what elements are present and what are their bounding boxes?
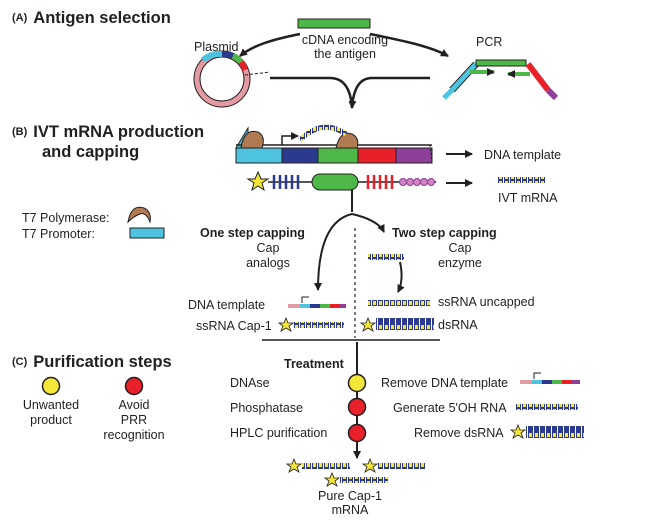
legend-unwanted-dot <box>41 376 61 396</box>
plasmid-icon <box>193 50 271 108</box>
step-dnase-dot <box>347 373 367 393</box>
step-dnase-label: DNAse <box>230 376 270 390</box>
step-dnase-action: Remove DNA template <box>381 376 509 390</box>
legend-unwanted-1: Unwanted <box>22 398 80 412</box>
arrow-two-step <box>351 213 385 233</box>
label-cdna-1: cDNA encoding <box>301 33 389 47</box>
legend-avoid-2: PRR <box>120 413 148 427</box>
label-two-step: Two step capping <box>392 226 497 240</box>
label-dsrna: dsRNA <box>438 318 478 332</box>
legend-unwanted-2: product <box>30 413 72 427</box>
arrow-to-pcr <box>369 32 449 58</box>
t7-promoter-icon <box>129 227 165 239</box>
label-cdna-2: the antigen <box>314 47 376 61</box>
merge-arrow <box>270 76 354 109</box>
legend-avoid-3: recognition <box>103 428 165 442</box>
label-cap-enzyme-2: enzyme <box>438 256 482 270</box>
step-hplc-action: Remove dsRNA <box>414 426 504 440</box>
label-dna-template-2: DNA template <box>188 298 266 312</box>
step-hplc-dot <box>347 423 367 443</box>
t7-polymerase-icon <box>127 206 151 224</box>
section-b-tag: (B) <box>12 126 28 138</box>
dna-template-mini <box>520 372 580 384</box>
legend-avoid-1: Avoid <box>118 398 150 412</box>
dna-template-construct <box>235 124 433 164</box>
ssrna-uncapped-strand <box>368 300 430 306</box>
label-one-step: One step capping <box>200 226 305 240</box>
label-ssrna-cap1: ssRNA Cap-1 <box>196 319 272 333</box>
label-cap-analogs-2: analogs <box>246 256 290 270</box>
label-t7-promoter: T7 Promoter: <box>22 227 95 241</box>
pure-mrna-bottom <box>323 471 388 487</box>
label-pure-2: mRNA <box>331 503 369 517</box>
dna-template-product <box>288 296 346 308</box>
section-a-heading: (A) Antigen selection <box>12 9 171 28</box>
ssrna-cap1-product <box>277 316 344 332</box>
section-b-heading: (B) IVT mRNA production <box>12 123 204 142</box>
label-ivt-mrna: IVT mRNA <box>498 191 558 205</box>
cdna-bar <box>297 18 371 29</box>
section-a-tag: (A) <box>12 12 28 24</box>
arrow-to-plasmid <box>239 32 301 57</box>
step-phosphatase-label: Phosphatase <box>230 401 303 415</box>
section-b-title-2: and capping <box>42 143 140 161</box>
label-plasmid: Plasmid <box>194 40 239 54</box>
label-treatment: Treatment <box>284 357 344 371</box>
legend-avoid-dot <box>124 376 144 396</box>
label-cap-analogs-1: Cap <box>256 241 280 255</box>
arrow-one-step <box>314 213 353 291</box>
step-hplc-label: HPLC purification <box>230 426 328 440</box>
label-dna-template: DNA template <box>484 148 562 162</box>
pure-mrna-left <box>285 457 350 473</box>
step-phosphatase-dot <box>347 397 367 417</box>
oh-rna-strand <box>516 404 578 410</box>
section-c-title: Purification steps <box>33 353 172 371</box>
dsrna-product <box>359 316 434 332</box>
label-pcr: PCR <box>476 35 503 49</box>
step-phosphatase-action: Generate 5'OH RNA <box>393 401 507 415</box>
label-cap-enzyme-1: Cap <box>448 241 472 255</box>
section-b-title-1: IVT mRNA production <box>33 123 205 141</box>
section-c-tag: (C) <box>12 356 28 368</box>
pcr-fragments <box>442 59 559 101</box>
section-c-heading: (C) Purification steps <box>12 353 172 372</box>
ivt-mrna-strand <box>498 177 546 183</box>
dsrna-mini <box>509 423 584 439</box>
label-ssrna-uncapped: ssRNA uncapped <box>438 295 535 309</box>
ivt-mrna-construct <box>246 170 436 192</box>
pure-mrna-right <box>361 457 426 473</box>
section-a-title: Antigen selection <box>33 9 171 27</box>
label-t7-polymerase: T7 Polymerase: <box>22 211 110 225</box>
label-pure-1: Pure Cap-1 <box>318 489 382 503</box>
